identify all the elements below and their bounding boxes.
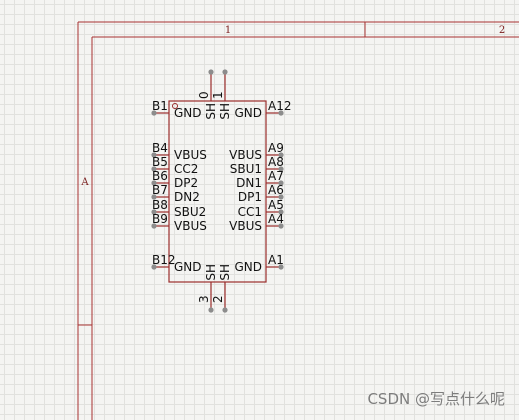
pin-bottom-2[interactable]: SH 2 [211,264,232,313]
pin-endpoint-icon[interactable] [151,194,157,200]
pin1-marker-icon [172,103,178,109]
pin-endpoint-icon[interactable] [151,110,157,116]
pin-endpoint-icon[interactable] [278,194,284,200]
pin-number: A7 [268,169,284,183]
pin-endpoint-icon[interactable] [222,307,228,313]
pin-number: B5 [152,155,168,169]
pin-number: B1 [152,99,168,113]
pin-label: GND [174,260,202,274]
pin-number: A5 [268,198,284,212]
pin-top-1[interactable]: SH 1 [211,69,232,120]
pin-endpoint-icon[interactable] [222,69,228,75]
pin-endpoint-icon[interactable] [208,307,214,313]
pin-endpoint-icon[interactable] [278,264,284,270]
pin-endpoint-icon[interactable] [151,209,157,215]
pin-endpoint-icon[interactable] [151,264,157,270]
pin-endpoint-icon[interactable] [208,69,214,75]
pin-endpoint-icon[interactable] [151,152,157,158]
zone-label-1: 1 [225,25,231,36]
pin-number: 0 [197,91,211,99]
pin-number: A8 [268,155,284,169]
pin-number: 2 [211,295,225,303]
pin-label: DP1 [238,190,262,204]
pin-label: GND [174,106,202,120]
pin-label: GND [234,106,262,120]
pin-label: SH [204,103,218,120]
zone-label-a: A [80,177,89,188]
pin-label: DN1 [236,176,262,190]
bottom-pin-group: SH 3 SH 2 [197,264,232,313]
pin-label: SH [218,103,232,120]
pin-number: B7 [152,183,168,197]
pin-label: VBUS [174,148,207,162]
pin-label: DP2 [174,176,198,190]
pin-label: SH [204,264,218,281]
pin-label: CC2 [174,162,198,176]
pin-endpoint-icon[interactable] [278,166,284,172]
pin-endpoint-icon[interactable] [278,180,284,186]
pin-number: B6 [152,169,168,183]
pin-number: B9 [152,212,168,226]
pin-endpoint-icon[interactable] [278,209,284,215]
pin-endpoint-icon[interactable] [278,223,284,229]
pin-endpoint-icon[interactable] [151,223,157,229]
pin-label: SH [218,264,232,281]
pin-label: VBUS [174,219,207,233]
pin-label: DN2 [174,190,200,204]
watermark: CSDN @写点什么呢 [367,390,505,408]
pin-label: GND [234,260,262,274]
zone-label-2: 2 [499,25,505,36]
pin-number: A9 [268,141,284,155]
pin-number: B12 [152,253,176,267]
pin-bottom-3[interactable]: SH 3 [197,264,218,313]
pin-endpoint-icon[interactable] [151,166,157,172]
pin-number: A6 [268,183,284,197]
pin-endpoint-icon[interactable] [278,152,284,158]
top-pin-group: SH 0SH 1 [197,69,232,120]
pin-number: A1 [268,253,284,267]
sheet-frame: 1 2 A [77,21,519,420]
pin-endpoint-icon[interactable] [151,180,157,186]
pin-endpoint-icon[interactable] [278,110,284,116]
pin-number: B8 [152,198,168,212]
pin-number: 3 [197,295,211,303]
pin-number: A12 [268,99,291,113]
component-body [168,100,267,283]
pin-top-0[interactable]: SH 0 [197,69,218,120]
pin-number: A4 [268,212,284,226]
pin-label: VBUS [229,219,262,233]
pin-label: SBU2 [174,205,206,219]
pin-label: SBU1 [230,162,262,176]
pin-label: CC1 [238,205,262,219]
pin-label: VBUS [229,148,262,162]
pin-number: 1 [211,91,225,99]
pin-number: B4 [152,141,168,155]
